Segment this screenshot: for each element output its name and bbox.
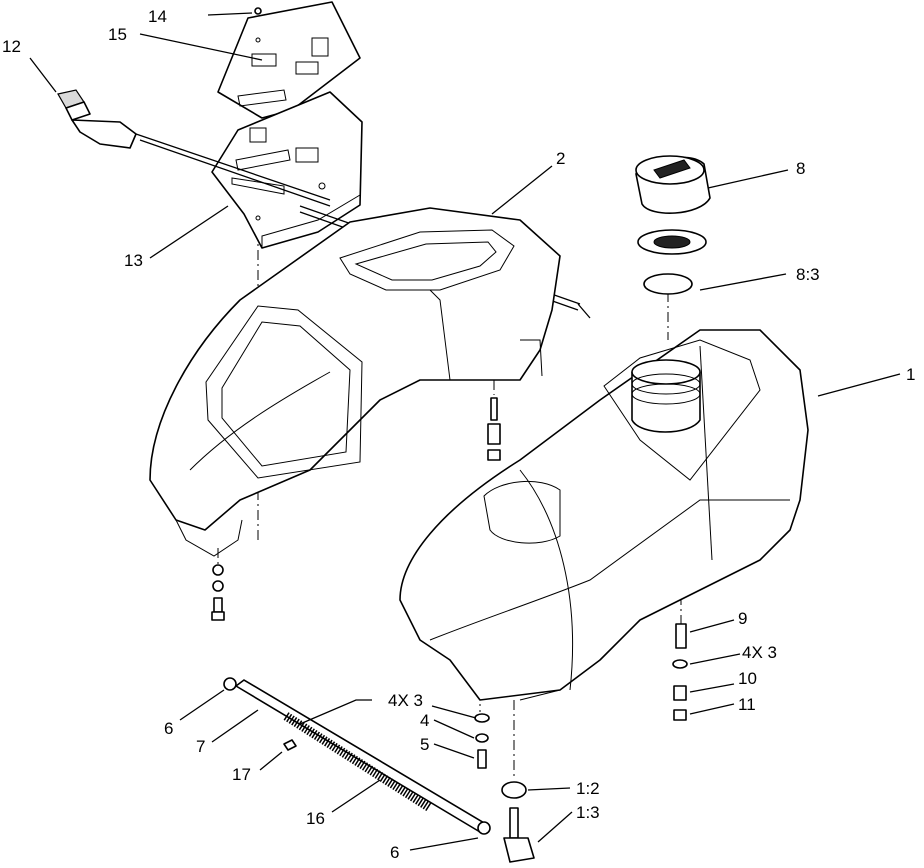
fuel-tank-1 — [399, 329, 809, 701]
callout-6-bottom: 6 — [390, 843, 399, 862]
callout-4x3-center: 4X 3 — [388, 691, 423, 710]
sensor-12 — [57, 89, 331, 207]
callout-7: 7 — [196, 737, 205, 756]
callout-8-3: 8:3 — [796, 265, 820, 284]
callout-9: 9 — [738, 609, 747, 628]
callout-13: 13 — [124, 251, 143, 270]
center-top-fasteners — [487, 397, 501, 461]
callout-4x3-right: 4X 3 — [742, 643, 777, 662]
callout-15: 15 — [108, 25, 127, 44]
callout-1-3: 1:3 — [576, 803, 600, 822]
center-fasteners — [474, 713, 490, 769]
left-tank-cover-2 — [149, 207, 561, 557]
callout-1: 1 — [906, 365, 915, 384]
mounting-plate — [211, 1, 363, 249]
callout-10: 10 — [738, 669, 757, 688]
callout-labels: 14 15 12 13 2 8 8:3 1 9 4X 3 10 11 4X 3 … — [2, 7, 915, 862]
callout-17: 17 — [232, 765, 251, 784]
callout-12: 12 — [2, 37, 21, 56]
callout-1-2: 1:2 — [576, 779, 600, 798]
callout-2: 2 — [556, 149, 565, 168]
callout-11: 11 — [738, 695, 756, 714]
left-fasteners — [211, 564, 225, 621]
fuel-cap-8 — [635, 155, 711, 295]
callout-6-top: 6 — [164, 719, 173, 738]
screw-14 — [254, 7, 262, 15]
callout-8: 8 — [796, 159, 805, 178]
fuel-fitting — [501, 781, 535, 863]
leader-lines — [29, 12, 901, 851]
fuel-line-assembly — [223, 677, 491, 835]
callout-4: 4 — [420, 711, 429, 730]
callout-16: 16 — [306, 809, 325, 828]
right-fasteners — [672, 623, 688, 721]
callout-14: 14 — [148, 7, 167, 26]
callout-5: 5 — [420, 735, 429, 754]
